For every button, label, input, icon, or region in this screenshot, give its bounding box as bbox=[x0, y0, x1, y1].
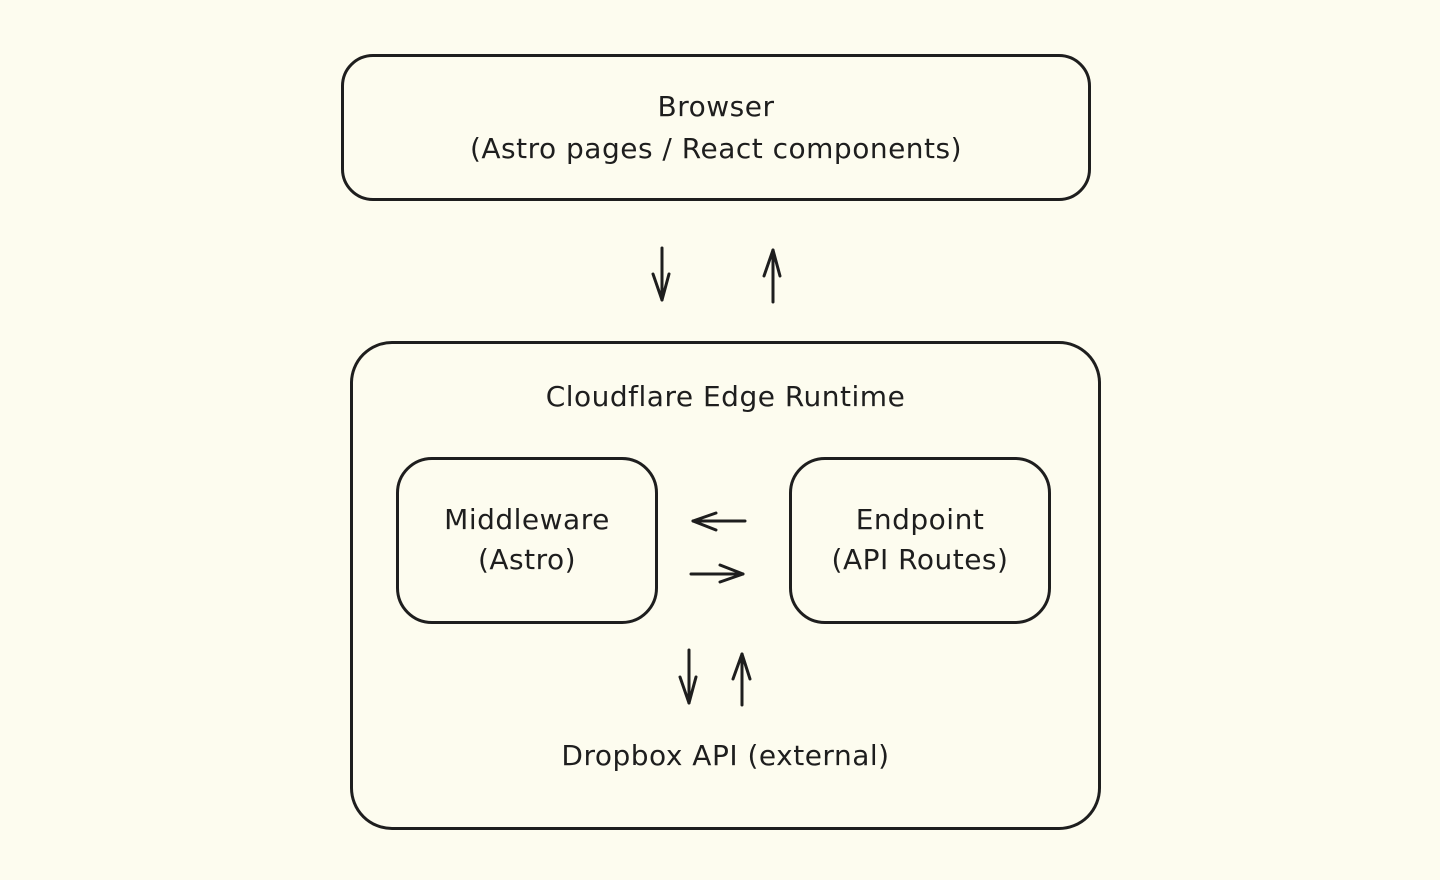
arrow-down-browser-to-edge bbox=[651, 246, 671, 302]
arrow-left-endpoint-to-middleware bbox=[691, 511, 747, 532]
endpoint-node: Endpoint (API Routes) bbox=[789, 457, 1051, 624]
middleware-title: Middleware bbox=[444, 503, 610, 536]
arrow-up-dropbox-to-edge bbox=[731, 652, 752, 707]
browser-subtitle: (Astro pages / React components) bbox=[469, 132, 963, 165]
edge-runtime-title: Cloudflare Edge Runtime bbox=[545, 380, 906, 413]
arrow-down-edge-to-dropbox bbox=[678, 648, 698, 705]
endpoint-title: Endpoint bbox=[855, 503, 985, 536]
arrow-right-middleware-to-endpoint bbox=[689, 563, 745, 584]
middleware-subtitle: (Astro) bbox=[477, 543, 577, 576]
browser-node: Browser (Astro pages / React components) bbox=[341, 54, 1091, 201]
arrow-up-edge-to-browser bbox=[762, 248, 782, 304]
browser-title: Browser bbox=[657, 90, 775, 123]
endpoint-subtitle: (API Routes) bbox=[831, 543, 1009, 576]
dropbox-node: Dropbox API (external) bbox=[561, 739, 890, 772]
middleware-node: Middleware (Astro) bbox=[396, 457, 658, 624]
